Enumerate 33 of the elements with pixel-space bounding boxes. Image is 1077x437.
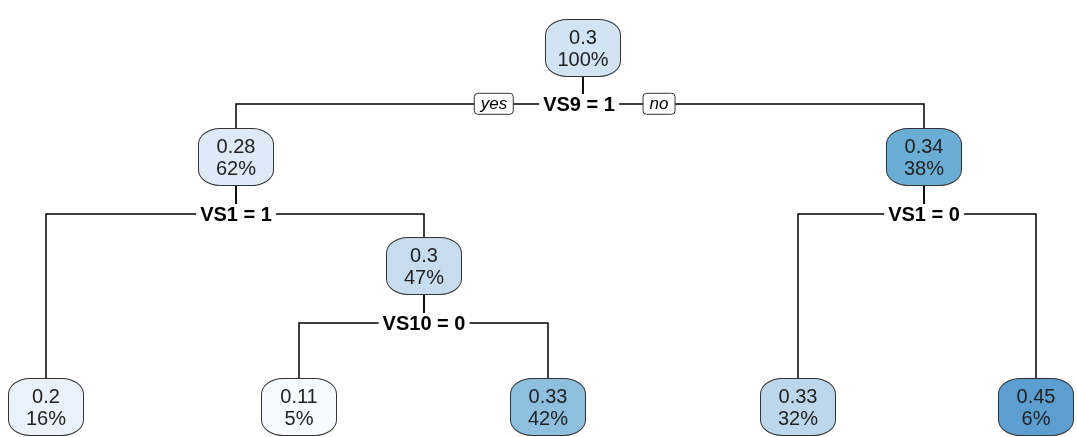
tree-node [8, 378, 84, 436]
tree-node [510, 378, 586, 436]
node-percent: 6% [1021, 407, 1051, 429]
node-value: 0.3 [410, 244, 438, 266]
split-condition: VS10 = 0 [378, 313, 470, 333]
tree-node [760, 378, 836, 436]
edge-label: yes [473, 92, 515, 116]
tree-node [198, 128, 274, 186]
node-value: 0.33 [778, 385, 818, 407]
node-value: 0.28 [216, 135, 256, 157]
node-percent: 5% [284, 407, 314, 429]
node-percent: 47% [404, 266, 444, 288]
node-value: 0.11 [280, 385, 318, 407]
tree-node [886, 128, 962, 186]
split-condition: VS1 = 0 [884, 204, 964, 224]
node-percent: 100% [557, 48, 609, 70]
node-percent: 62% [216, 157, 256, 179]
node-value: 0.3 [569, 26, 597, 48]
node-value: 0.33 [528, 385, 568, 407]
node-value: 0.2 [32, 385, 60, 407]
tree-node [261, 378, 337, 436]
node-value: 0.34 [904, 135, 944, 157]
tree-node [545, 19, 621, 77]
tree-node [386, 237, 462, 295]
node-percent: 42% [528, 407, 568, 429]
node-percent: 16% [26, 407, 66, 429]
edge-label: no [642, 92, 676, 116]
node-percent: 38% [904, 157, 944, 179]
split-condition: VS1 = 1 [196, 204, 276, 224]
split-condition: VS9 = 1 [539, 94, 619, 114]
tree-node [998, 378, 1074, 436]
node-percent: 32% [778, 407, 818, 429]
node-value: 0.45 [1016, 385, 1056, 407]
